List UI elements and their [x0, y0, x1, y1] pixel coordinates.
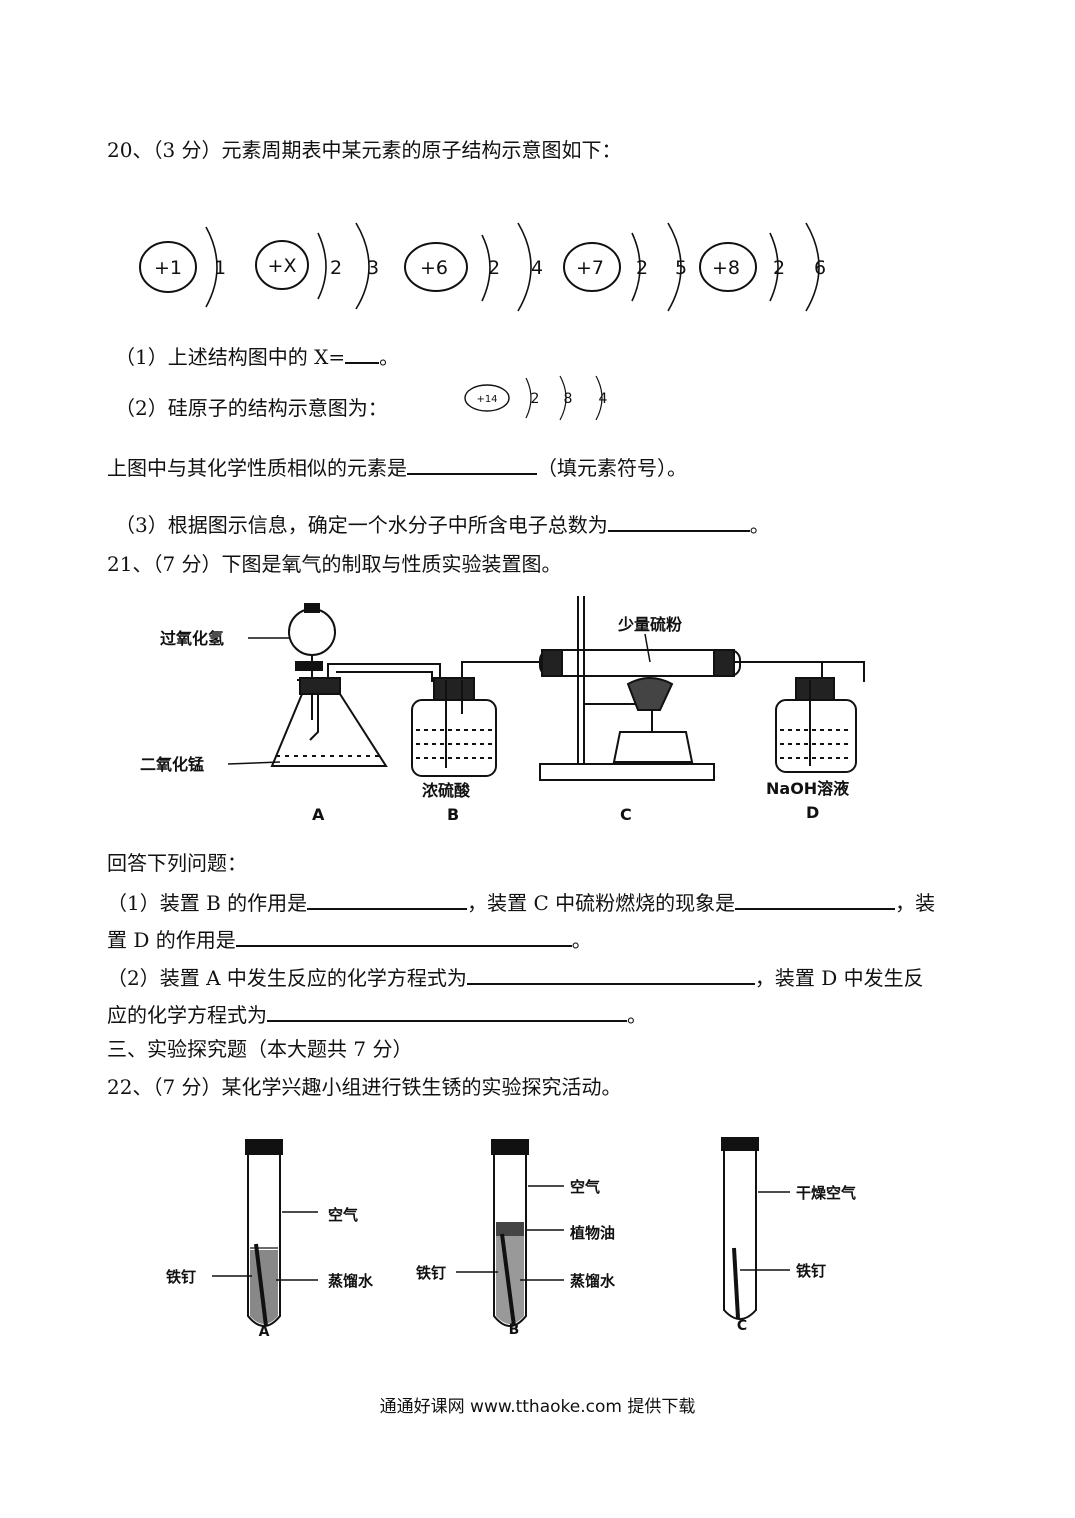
oxygen-apparatus-figure: 过氧化氢 二氧化锰 浓硫酸 少量硫粉 [140, 590, 880, 830]
nucleus-label: +14 [476, 394, 497, 405]
shell-label: 1 [214, 257, 226, 279]
answer-blank[interactable] [235, 925, 572, 947]
iron-rust-tubes-figure: 空气 铁钉 蒸馏水 A 空气 植物油 铁钉 蒸馏水 B 干燥空气 铁钉 C [160, 1130, 900, 1345]
tube-b-air-label: 空气 [570, 1178, 600, 1196]
letter-a: A [312, 805, 325, 824]
letter-d: D [806, 803, 819, 822]
nucleus-label: +X [268, 255, 297, 277]
silicon-atom-diagram: +14 2 8 4 [462, 372, 622, 424]
apparatus-d [775, 661, 864, 773]
q22-title: 22、（7 分）某化学兴趣小组进行铁生锈的实验探究活动。 [107, 1075, 622, 1099]
atom-carbon: +6 2 4 [404, 222, 543, 312]
atom-structure-diagrams: +1 1 +X 2 3 +6 2 4 +7 2 5 [130, 215, 850, 315]
sulfur-label: 少量硫粉 [617, 615, 682, 634]
answer-blank[interactable] [267, 1000, 627, 1022]
answer-blank[interactable] [735, 888, 896, 910]
tube-a-air-label: 空气 [328, 1206, 358, 1224]
tube-c [721, 1137, 759, 1320]
q21-answer2-line2: 应的化学方程式为。 [107, 1000, 647, 1027]
atom-hydrogen: +1 1 [139, 226, 226, 308]
h2so4-label: 浓硫酸 [422, 781, 471, 800]
answer-blank[interactable] [307, 888, 468, 910]
answer-blank[interactable] [607, 510, 750, 532]
shell-label: 5 [675, 257, 687, 279]
shell-label: 2 [636, 257, 648, 279]
tube-a [245, 1139, 283, 1327]
nucleus-label: +7 [576, 257, 604, 279]
shell-label: 4 [531, 257, 543, 279]
shell-label: 8 [564, 391, 573, 407]
naoh-label: NaOH溶液 [766, 779, 850, 798]
letter-b: B [447, 805, 459, 824]
q21-answer2-line1: （2）装置 A 中发生反应的化学方程式为，装置 D 中发生反 [107, 963, 924, 990]
tube-c-letter: C [737, 1318, 747, 1334]
answer-blank[interactable] [466, 963, 755, 985]
shell-label: 2 [531, 391, 540, 407]
answer-blank[interactable] [345, 342, 380, 364]
apparatus-b [411, 661, 540, 777]
q21-intro: 回答下列问题： [107, 851, 247, 875]
shell-label: 2 [773, 257, 785, 279]
shell-label: 4 [599, 391, 608, 407]
answer-blank[interactable] [407, 453, 537, 475]
atom-nitrogen: +7 2 5 [563, 222, 687, 312]
tube-b-nail-label: 铁钉 [416, 1264, 446, 1282]
tube-b-water-label: 蒸馏水 [570, 1272, 616, 1290]
letter-c: C [620, 805, 632, 824]
shell-label: 2 [330, 257, 342, 279]
apparatus-c [539, 596, 865, 781]
tube-a-water-label: 蒸馏水 [328, 1272, 374, 1290]
h2o2-label: 过氧化氢 [160, 629, 224, 648]
page-footer: 通通好课网 www.tthaoke.com 提供下载 [379, 1397, 696, 1417]
tube-a-letter: A [259, 1324, 270, 1340]
nucleus-label: +8 [712, 257, 740, 279]
atom-oxygen: +8 2 6 [699, 222, 826, 312]
tube-c-nail-label: 铁钉 [796, 1262, 826, 1280]
atom-x: +X 2 3 [255, 222, 379, 310]
q20-part3: （3）根据图示信息，确定一个水分子中所含电子总数为。 [115, 510, 770, 537]
q20-part1: （1）上述结构图中的 X=。 [115, 342, 399, 369]
q21-title: 21、（7 分）下图是氧气的制取与性质实验装置图。 [107, 552, 562, 576]
nucleus-label: +6 [420, 257, 448, 279]
tube-b-oil-label: 植物油 [570, 1224, 615, 1242]
tube-c-air-label: 干燥空气 [796, 1184, 856, 1202]
q21-answer1-line1: （1）装置 B 的作用是，装置 C 中硫粉燃烧的现象是，装 [107, 888, 935, 915]
q21-answer1-line2: 置 D 的作用是。 [107, 925, 592, 952]
q20-part2: （2）硅原子的结构示意图为： [115, 396, 388, 420]
nucleus-label: +1 [154, 257, 182, 279]
apparatus-a [270, 603, 441, 767]
q20-title: 20、（3 分）元素周期表中某元素的原子结构示意图如下： [107, 138, 622, 162]
tube-b-letter: B [509, 1322, 520, 1338]
shell-label: 2 [488, 257, 500, 279]
section-3-title: 三、实验探究题（本大题共 7 分） [107, 1037, 413, 1061]
tube-a-nail-label: 铁钉 [166, 1268, 196, 1286]
mno2-label: 二氧化锰 [140, 755, 204, 774]
shell-label: 3 [367, 257, 379, 279]
q20-part2b: 上图中与其化学性质相似的元素是（填元素符号）。 [107, 453, 687, 480]
tube-b [491, 1139, 529, 1327]
shell-label: 6 [814, 257, 826, 279]
